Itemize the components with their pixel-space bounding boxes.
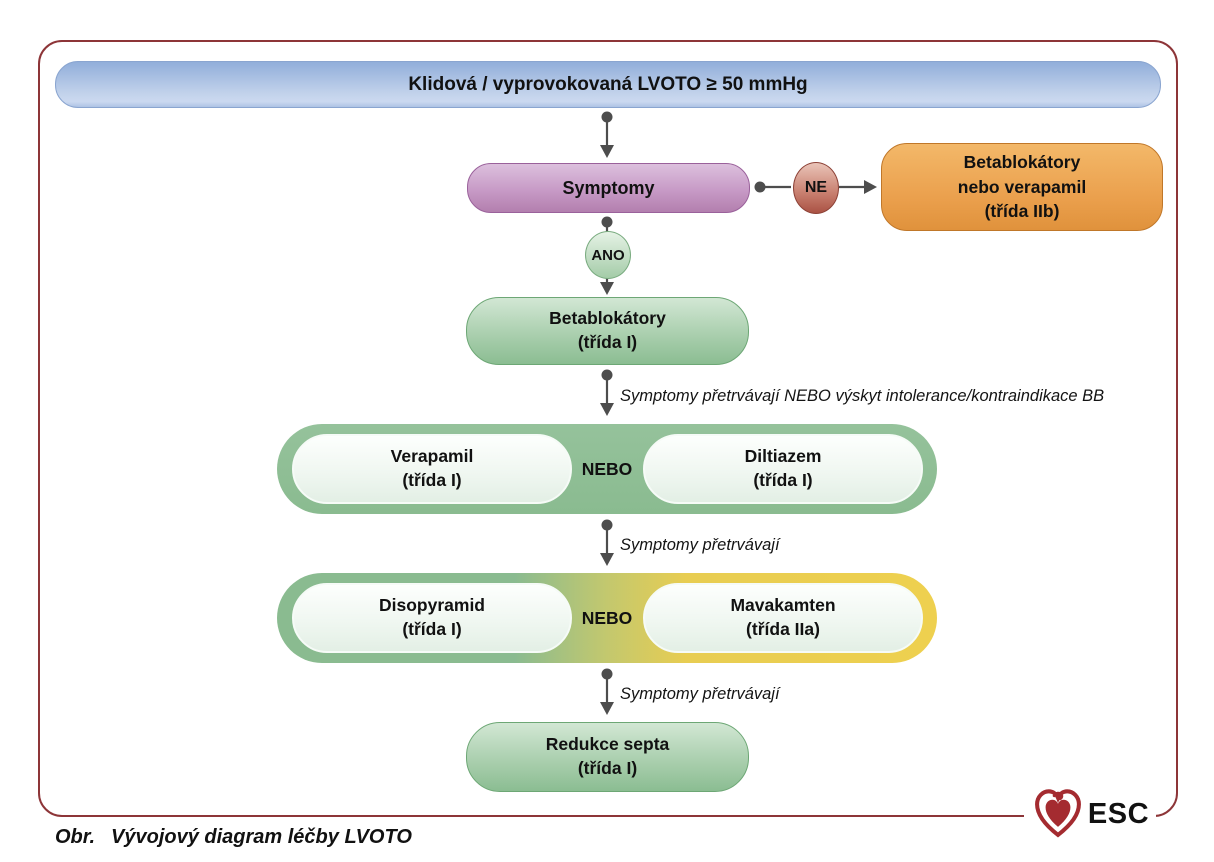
mavakamten-box: Mavakamten (třída IIa) <box>643 583 923 653</box>
arrow-down-icon <box>600 668 614 715</box>
no-badge: NE <box>793 162 839 214</box>
figure-caption: Obr. Vývojový diagram léčby LVOTO <box>55 826 412 849</box>
caption-prefix: Obr. <box>55 826 96 848</box>
arrow-right-icon <box>754 180 877 194</box>
arrow-down-icon <box>600 519 614 566</box>
caption-text: Vývojový diagram léčby LVOTO <box>111 826 412 848</box>
condition-label-2: Symptomy přetrvávají <box>620 536 780 554</box>
septal-reduction-box: Redukce septa (třída I) <box>466 722 749 792</box>
disopyramid-box: Disopyramid (třída I) <box>292 583 572 653</box>
or-group-verapamil-diltiazem: Verapamil (třída I) NEBO Diltiazem (tříd… <box>277 424 937 514</box>
no-branch-treatment-box: Betablokátory nebo verapamil (třída IIb) <box>881 143 1163 231</box>
lvoto-header-box: Klidová / vyprovokovaná LVOTO ≥ 50 mmHg <box>55 61 1161 108</box>
verapamil-box: Verapamil (třída I) <box>292 434 572 504</box>
esc-logo: ESC <box>1024 784 1156 844</box>
arrow-down-icon <box>600 369 614 416</box>
symptoms-box: Symptomy <box>467 163 750 213</box>
condition-label-1: Symptomy přetrvávají NEBO výskyt intoler… <box>620 387 1105 405</box>
arrow-down-icon <box>600 111 614 158</box>
esc-heart-icon <box>1034 789 1081 838</box>
yes-badge: ANO <box>585 231 631 279</box>
beta-blockers-box: Betablokátory (třída I) <box>466 297 749 365</box>
arrow-down-icon <box>600 216 614 295</box>
diltiazem-box: Diltiazem (třída I) <box>643 434 923 504</box>
or-group-disopyramid-mavakamten: Disopyramid (třída I) NEBO Mavakamten (t… <box>277 573 937 663</box>
esc-logo-text: ESC <box>1087 797 1150 830</box>
condition-label-3: Symptomy přetrvávají <box>620 685 780 703</box>
